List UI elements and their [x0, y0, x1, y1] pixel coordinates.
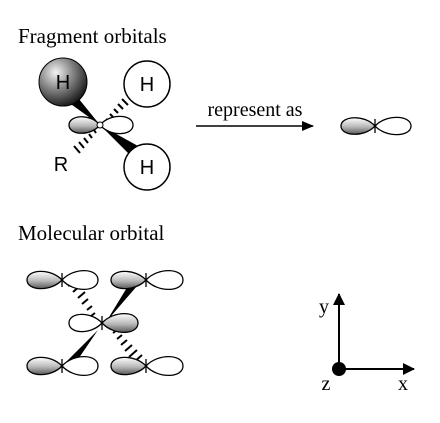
- hydrogen-dark-label: H: [56, 72, 70, 94]
- z-axis-dot: [332, 362, 346, 376]
- molecular-orbital-structure: [26, 269, 184, 377]
- hashed-bond-r: [73, 129, 97, 154]
- y-axis-label: y: [319, 296, 329, 318]
- fragment-p-orbital: [68, 115, 134, 135]
- molecular-orbital-title: Molecular orbital: [18, 221, 165, 245]
- substituent-r-label: R: [54, 154, 68, 176]
- wedge-bond-lower-h: [100, 125, 138, 156]
- z-axis-label: z: [322, 373, 331, 395]
- fragment-orbitals-title: Fragment orbitals: [18, 24, 167, 48]
- mo-orbital-bottom-left: [26, 355, 99, 377]
- x-axis-label: x: [398, 373, 408, 395]
- hydrogen-upper-label: H: [140, 74, 154, 96]
- hydrogen-lower-label: H: [140, 157, 154, 179]
- represent-as-caption: represent as: [208, 99, 303, 121]
- simplified-orbital-symbol: [340, 116, 412, 136]
- fragment-structure: H H H R: [38, 57, 171, 191]
- hydrogen-upper-circle: [123, 60, 171, 108]
- coordinate-axes: y x z: [319, 293, 415, 395]
- hydrogen-lower-circle: [123, 143, 171, 191]
- mo-orbital-center: [68, 312, 139, 334]
- mo-orbital-top-right: [110, 269, 184, 291]
- hydrogen-dark-sphere: [38, 57, 88, 107]
- mo-orbital-top-left: [26, 269, 99, 291]
- mo-orbital-bottom-right: [110, 355, 184, 377]
